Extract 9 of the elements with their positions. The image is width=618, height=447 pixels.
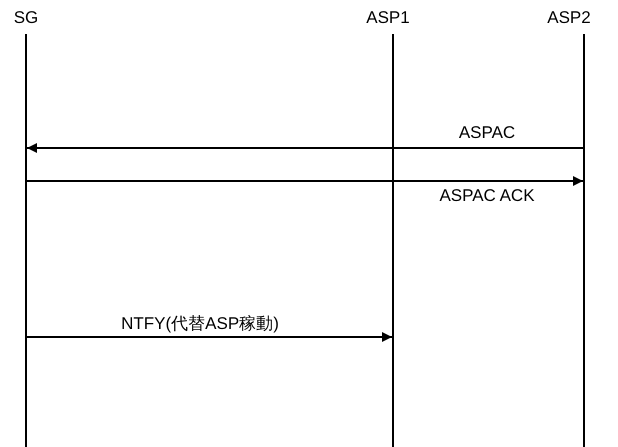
lifeline-label: ASP2 (547, 8, 591, 28)
lifeline-label: SG (14, 8, 38, 28)
message-label: NTFY(代替ASP稼動) (121, 313, 279, 335)
message-arrow (27, 176, 583, 186)
lifeline-label: ASP1 (366, 8, 410, 28)
message-label: ASPAC ACK (439, 186, 535, 206)
message-arrow (27, 143, 583, 153)
message-arrow (27, 332, 392, 342)
message-label: ASPAC (458, 123, 516, 143)
